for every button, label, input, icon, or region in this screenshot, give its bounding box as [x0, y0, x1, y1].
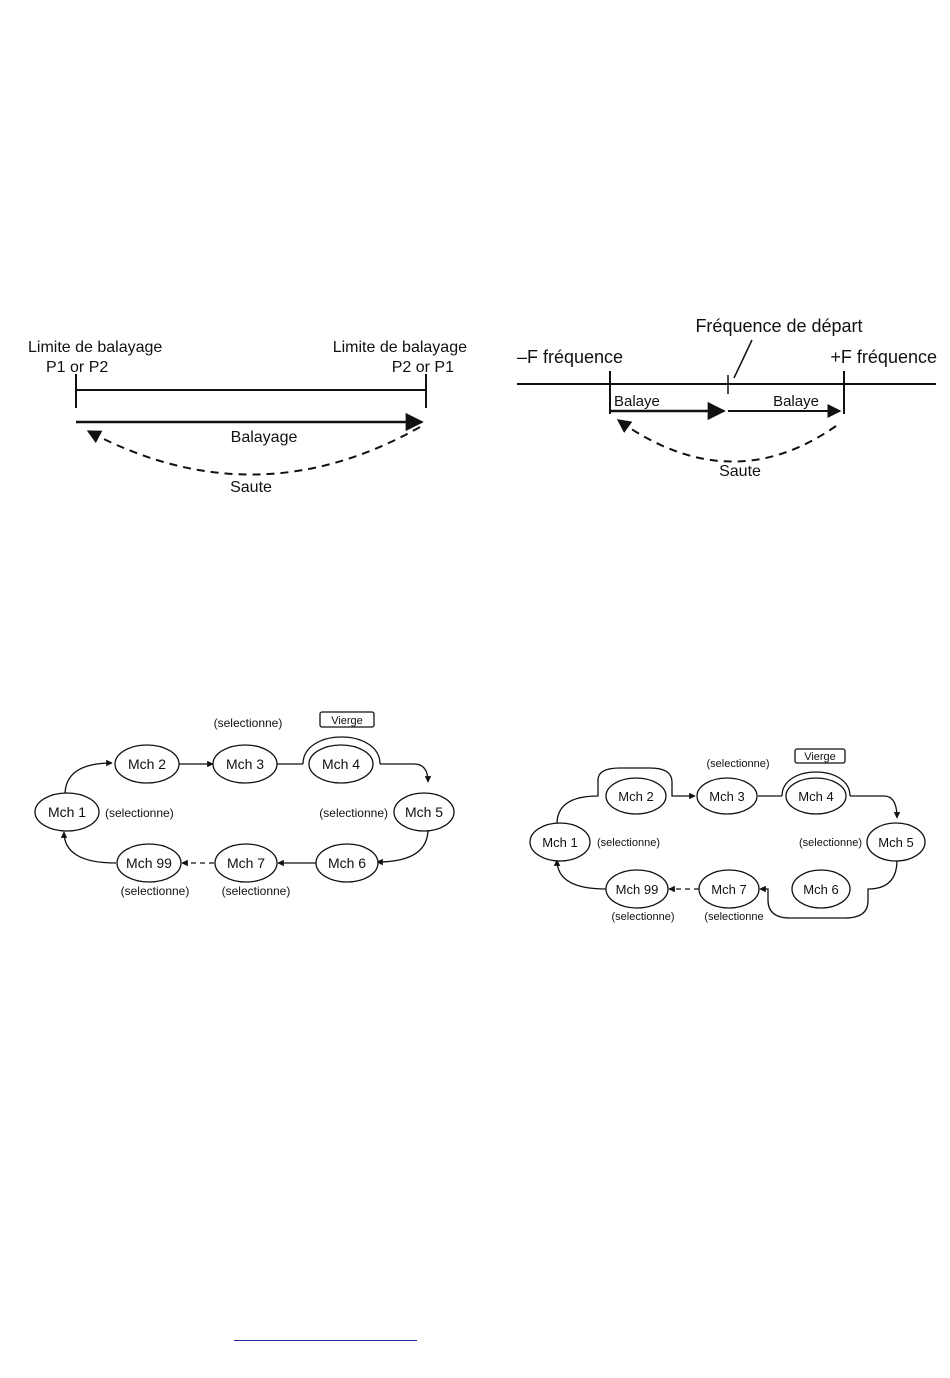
right-limit-label-line1: Limite de balayage	[333, 339, 467, 356]
jump-label: Saute	[230, 479, 272, 496]
channel-label: Mch 2	[618, 789, 653, 804]
selected-tag: (selectionne)	[597, 837, 660, 849]
channel-node-mch3: Mch 3	[696, 777, 758, 815]
selected-tag: (selectionne)	[799, 837, 862, 849]
memory-scan-diagram-left: Mch 1 Mch 2 Mch 3 Mch 4 Mch 5 Mch 6 Mch …	[34, 711, 455, 898]
band-scan-diagram: Fréquence de départ –F fréquence +F fréq…	[517, 316, 937, 480]
left-limit-label-line2: P1 or P2	[46, 359, 108, 376]
sweep-label: Balayage	[231, 429, 298, 446]
minus-frequency-label: –F fréquence	[517, 347, 623, 367]
channel-node-mch1: Mch 1	[34, 792, 100, 832]
channel-label: Mch 5	[405, 804, 443, 820]
link-mch1-to-mch2	[64, 759, 113, 796]
plus-frequency-label: +F fréquence	[830, 347, 937, 367]
link-bypass-to-mch5	[380, 763, 432, 783]
channel-label: Mch 4	[322, 756, 360, 772]
channel-label: Mch 2	[128, 756, 166, 772]
selected-tag: (selectionne)	[707, 758, 770, 770]
channel-node-mch99: Mch 99	[605, 869, 669, 909]
channel-label: Mch 1	[542, 835, 577, 850]
link-mch99-to-mch1	[553, 859, 607, 890]
channel-node-mch7: Mch 7	[698, 869, 760, 909]
selected-tag: (selectionne)	[612, 911, 675, 923]
jump-back-arrow	[616, 419, 837, 463]
start-frequency-label: Fréquence de départ	[695, 316, 862, 336]
channel-node-mch4: Mch 4	[308, 744, 374, 784]
scan-limits-diagram: Limite de balayage P1 or P2 Limite de ba…	[28, 339, 467, 496]
left-limit-label-line1: Limite de balayage	[28, 339, 162, 356]
vierge-tag: Vierge	[804, 751, 836, 763]
channel-node-mch6: Mch 6	[791, 869, 851, 909]
channel-label: Mch 7	[227, 855, 265, 871]
channel-node-mch3: Mch 3	[212, 744, 278, 784]
channel-node-mch7: Mch 7	[214, 843, 278, 883]
selected-tag: (selectionne)	[214, 716, 283, 730]
bypass-over-mch4	[781, 771, 851, 797]
channel-node-mch99: Mch 99	[116, 843, 182, 883]
channel-node-mch2: Mch 2	[605, 777, 667, 815]
channel-label: Mch 1	[48, 804, 86, 820]
channel-label: Mch 5	[878, 835, 913, 850]
vierge-tag: Vierge	[331, 715, 363, 727]
jump-label: Saute	[719, 463, 761, 480]
link-mch99-to-mch1	[60, 831, 117, 864]
channel-node-mch5: Mch 5	[866, 822, 926, 862]
jump-back-arrow	[86, 426, 421, 476]
start-frequency-pointer	[733, 339, 753, 379]
channel-node-mch2: Mch 2	[114, 744, 180, 784]
selected-tag: (selectionne	[704, 911, 763, 923]
channel-label: Mch 3	[709, 789, 744, 804]
bypass-under-mch6	[759, 859, 898, 919]
channel-label: Mch 4	[798, 789, 833, 804]
footer-link-underline[interactable]	[234, 1340, 417, 1341]
channel-node-mch6: Mch 6	[315, 843, 379, 883]
channel-node-mch5: Mch 5	[393, 792, 455, 832]
link-bypass-to-mch5	[850, 795, 901, 819]
channel-node-mch4: Mch 4	[785, 777, 847, 815]
bypass-over-mch4	[302, 736, 381, 765]
selected-tag: (selectionne)	[222, 884, 291, 898]
selected-tag: (selectionne)	[121, 884, 190, 898]
channel-label: Mch 6	[803, 882, 838, 897]
channel-label: Mch 99	[126, 855, 172, 871]
memory-scan-diagram-right: Mch 1 Mch 2 Mch 3 Mch 4 Mch 5 Mch 6 Mch …	[529, 748, 926, 923]
channel-label: Mch 99	[616, 882, 659, 897]
right-limit-label-line2: P2 or P1	[392, 359, 454, 376]
vierge-tag-box	[794, 748, 846, 764]
channel-label: Mch 6	[328, 855, 366, 871]
vierge-tag-box	[319, 711, 375, 728]
sweep-right-label: Balaye	[773, 393, 819, 410]
sweep-left-label: Balaye	[614, 393, 660, 410]
selected-tag: (selectionne)	[105, 806, 174, 820]
link-mch5-to-mch6	[376, 828, 429, 866]
channel-label: Mch 3	[226, 756, 264, 772]
channel-label: Mch 7	[711, 882, 746, 897]
bypass-over-mch2	[556, 767, 696, 825]
selected-tag: (selectionne)	[319, 806, 388, 820]
channel-node-mch1: Mch 1	[529, 822, 591, 862]
